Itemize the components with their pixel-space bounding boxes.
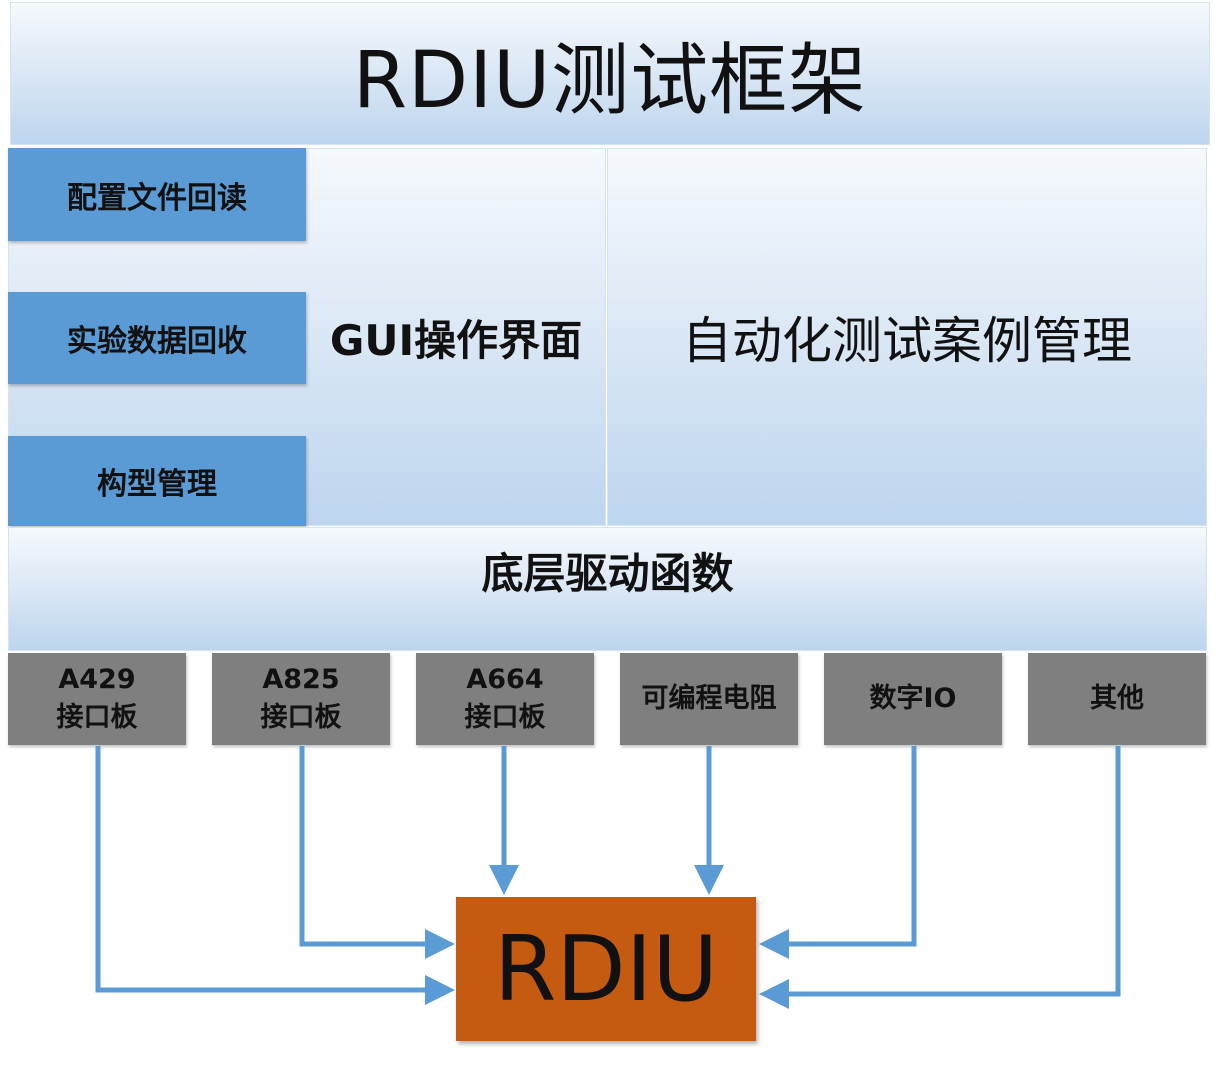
board-programmable-resistor: 可编程电阻 [620, 653, 798, 745]
driver-panel [8, 527, 1207, 651]
automation-panel: 自动化测试案例管理 [607, 148, 1207, 526]
board-label-line1: 其他 [1090, 683, 1144, 714]
board-label-line1: 可编程电阻 [641, 683, 777, 714]
arrow-other [759, 746, 1121, 1009]
board-digital-io: 数字IO [824, 653, 1002, 745]
board-label-line2: 接口板 [464, 702, 546, 733]
board-label-line1: A664 [466, 664, 544, 695]
arrow-digital-io [759, 746, 917, 959]
board-a825: A825 接口板 [212, 653, 390, 745]
board-label-line2: 接口板 [260, 702, 342, 733]
title-bar: RDIU测试框架 [10, 2, 1210, 145]
board-label-line2: 接口板 [56, 702, 138, 733]
config-readback-block: 配置文件回读 [8, 148, 306, 241]
board-label-line1: 数字IO [869, 683, 957, 714]
rdiu-block: RDIU [456, 897, 756, 1041]
rdiu-label: RDIU [493, 916, 719, 1022]
arrow-a429 [95, 746, 455, 1005]
arrow-a825 [299, 746, 455, 959]
gui-panel-title: GUI操作界面 [329, 315, 583, 365]
data-recovery-block: 实验数据回收 [8, 292, 306, 384]
board-a664: A664 接口板 [416, 653, 594, 745]
board-other: 其他 [1028, 653, 1206, 745]
automation-panel-title: 自动化测试案例管理 [682, 312, 1132, 370]
diagram-title: RDIU测试框架 [352, 35, 868, 126]
board-label-line1: A429 [58, 664, 136, 695]
driver-panel-title: 底层驱动函数 [481, 548, 734, 598]
board-label-line1: A825 [262, 664, 340, 695]
board-a429: A429 接口板 [8, 653, 186, 745]
configuration-management-block: 构型管理 [8, 436, 306, 526]
